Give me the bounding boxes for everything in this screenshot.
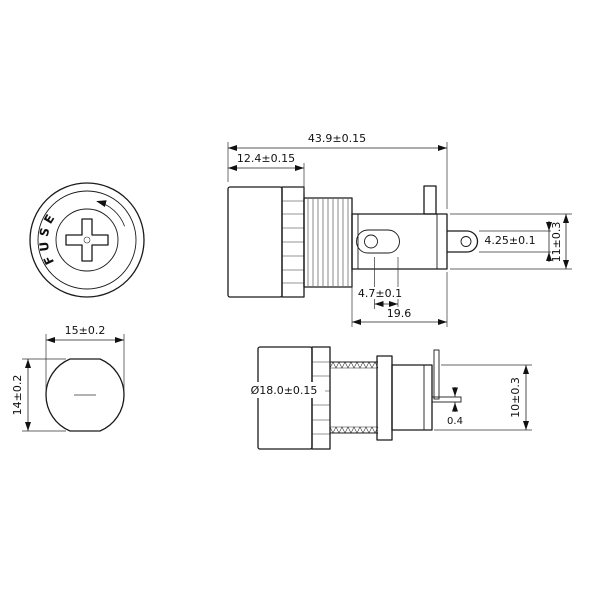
dim-cap-text: 12.4±0.15 <box>237 152 295 165</box>
label-thread-diameter-text: Ø18.0±0.15 <box>251 384 318 397</box>
contact-slot-hole <box>364 234 378 249</box>
dim-nut-width: 15±0.2 <box>45 324 125 390</box>
dim-terminal-width-ext-lines <box>479 230 551 253</box>
thread-zigzag-top <box>329 361 379 369</box>
dim-terminal-thickness-text: 0.4 <box>447 416 463 427</box>
dim-barrel-diameter: 11±0.3 <box>450 213 572 270</box>
dim-nut-height: 14±0.2 <box>11 358 66 432</box>
dim-overall-text: 43.9±0.15 <box>308 132 366 145</box>
thread-crest-lines <box>330 361 378 434</box>
cap-inner-rim <box>37 190 137 290</box>
cap-front-view: FUSE <box>29 182 145 298</box>
cap-outer-rim <box>29 182 145 298</box>
nut-outline <box>45 358 125 432</box>
body-side-view: Ø18.0±0.15 0.4 10±0.3 <box>243 346 532 450</box>
dim-terminal-thickness: 0.4 <box>447 387 463 427</box>
dim-body-length-ext-lines <box>351 272 448 327</box>
label-thread-diameter-bg <box>243 382 325 398</box>
dim-slot-text: 4.7±0.1 <box>358 287 402 300</box>
dim-barrel-text: 11±0.3 <box>550 222 563 263</box>
assembly-side-view: 43.9±0.15 12.4±0.15 4.25±0.1 11±0.3 4.7 <box>227 132 572 327</box>
knurl-ribs <box>282 200 304 284</box>
mounting-nut <box>376 355 393 441</box>
cap-body <box>227 186 283 298</box>
dim-slot-width: 4.7±0.1 <box>358 257 402 309</box>
center-terminal <box>431 396 462 403</box>
dim-barrel-ext-lines <box>450 213 572 270</box>
screwdriver-cross-slot <box>65 218 109 262</box>
thread-lines <box>307 199 349 286</box>
rear-body <box>391 364 433 431</box>
dim-nut-width-ext-lines <box>45 334 125 390</box>
dim-terminal-width: 4.25±0.1 <box>479 221 552 262</box>
thread-zigzag-bottom <box>329 426 379 434</box>
dim-rear-body-diameter: 10±0.3 <box>434 364 532 431</box>
rotation-arrow-icon <box>96 200 125 227</box>
dim-overall-length: 43.9±0.15 <box>227 132 448 209</box>
dim-nut-height-ext-lines <box>22 358 66 432</box>
label-thread-diameter: Ø18.0±0.15 <box>243 382 325 398</box>
nut-front-view: 15±0.2 14±0.2 <box>11 324 125 432</box>
end-terminal-hole <box>460 236 472 247</box>
dim-nut-width-text: 15±0.2 <box>65 324 106 337</box>
dim-body-length-text: 19.6 <box>387 307 412 320</box>
dim-slot-ext-lines <box>374 257 399 309</box>
dim-rear-body-ext-lines <box>434 364 532 431</box>
upright-terminal-lug <box>433 349 440 400</box>
dim-slot-text-bg <box>358 287 402 299</box>
thread-root-lines <box>330 367 378 428</box>
cross-center-mark <box>83 236 91 244</box>
dim-body-length: 19.6 <box>351 272 448 327</box>
dim-body-length-text-bg <box>385 307 413 318</box>
dim-terminal-width-text: 4.25±0.1 <box>484 234 535 247</box>
top-solder-lug <box>423 185 437 215</box>
dim-nut-height-text: 14±0.2 <box>11 375 24 416</box>
end-terminal-tab <box>447 230 479 253</box>
barrel-body <box>351 213 448 270</box>
contact-slot <box>356 229 400 254</box>
cap-center-circle <box>55 208 119 272</box>
dim-cap-length: 12.4±0.15 <box>228 152 305 193</box>
dim-rear-body-text: 10±0.3 <box>509 377 522 418</box>
